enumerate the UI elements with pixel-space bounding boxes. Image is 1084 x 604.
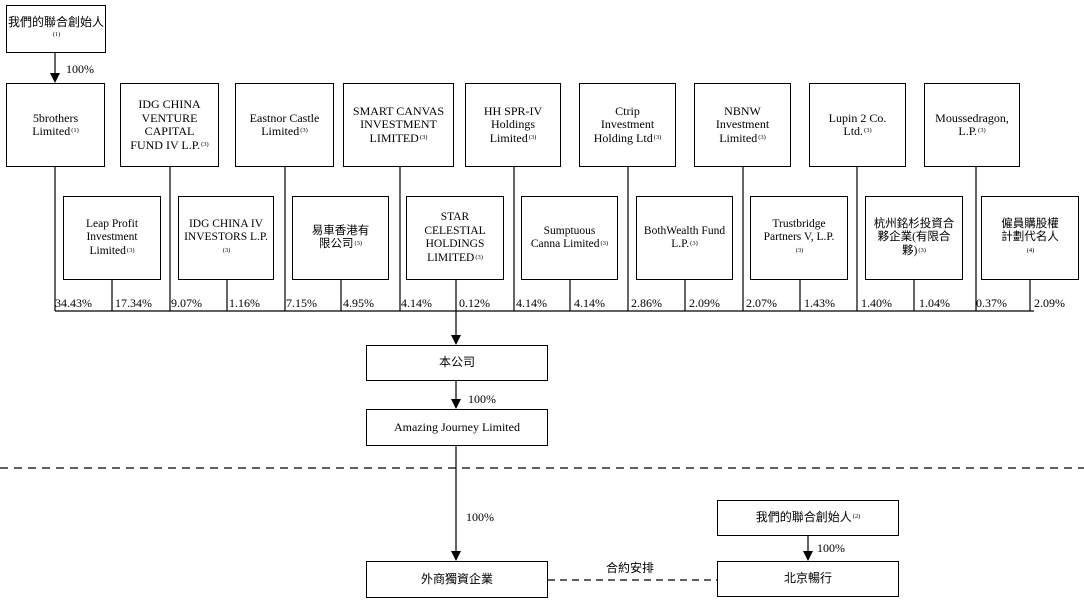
shareholder-box: SMART CANVAS INVESTMENT LIMITED(3) [343, 83, 454, 167]
founders-top-box: 我們的聯合創始人 (1) [6, 5, 106, 53]
shareholder-label: Trustbridge Partners V, L.P. [763, 217, 835, 244]
shareholder-label: HH SPR-IV Holdings Limited [483, 103, 543, 145]
shareholder-box: IDG CHINA VENTURE CAPITAL FUND IV L.P.(3… [120, 83, 219, 167]
pct-label: 1.04% [919, 296, 950, 310]
pct-label: 4.14% [516, 296, 547, 310]
beijing-label: 北京暢行 [783, 571, 832, 586]
pct-label: 17.34% [115, 296, 152, 310]
amazing-journey-label: Amazing Journey Limited [394, 419, 520, 434]
amazing-journey-box: Amazing Journey Limited [366, 409, 548, 446]
shareholder-note: (3) [690, 240, 698, 247]
pct-label: 1.16% [229, 296, 260, 310]
founders-bottom-pct: 100% [817, 541, 845, 555]
shareholder-label: Eastnor Castle Limited [249, 110, 320, 138]
shareholder-label: NBNW Investment Limited [715, 103, 770, 145]
pct-label: 4.14% [574, 296, 605, 310]
pct-label: 0.37% [976, 296, 1007, 310]
company-pct: 100% [468, 392, 496, 406]
founders-top-label: 我們的聯合創始人 [7, 14, 104, 29]
shareholder-box: BothWealth Fund L.P.(3) [636, 196, 733, 280]
shareholder-label: SMART CANVAS INVESTMENT LIMITED [352, 103, 445, 145]
shareholder-box: IDG CHINA IV INVESTORS L.P. (3) [178, 196, 274, 280]
arrow-head [451, 399, 461, 409]
shareholder-label: Moussedragon, L.P. [935, 110, 1009, 138]
shareholder-note: (3) [222, 246, 231, 254]
shareholder-box: Ctrip Investment Holding Ltd(3) [579, 83, 676, 167]
founders-bottom-note: (2) [852, 513, 861, 521]
pct-label: 9.07% [171, 296, 202, 310]
shareholder-box: STAR CELESTIAL HOLDINGS LIMITED(3) [406, 196, 504, 280]
shareholder-box: Moussedragon, L.P.(3) [924, 83, 1020, 167]
shareholder-label: IDG CHINA VENTURE CAPITAL FUND IV L.P. [130, 97, 201, 152]
shareholder-box: Leap Profit Investment Limited(3) [63, 196, 161, 280]
shareholder-box: HH SPR-IV Holdings Limited(3) [465, 83, 561, 167]
shareholder-box: NBNW Investment Limited(3) [694, 83, 791, 167]
shareholder-label: 5brothers Limited [32, 110, 79, 138]
pct-label: 2.09% [1034, 296, 1065, 310]
arrow-head [50, 73, 60, 83]
shareholder-note: (3) [795, 246, 804, 254]
arrow-head [451, 335, 461, 345]
shareholder-note: (3) [864, 127, 872, 134]
shareholder-label: STAR CELESTIAL HOLDINGS LIMITED [424, 211, 486, 264]
shareholder-label: 易車香港有限公司 [311, 224, 370, 251]
shareholder-label: Leap Profit Investment Limited [85, 217, 139, 257]
arrow-head [451, 551, 461, 561]
pct-label: 1.43% [804, 296, 835, 310]
shareholder-box: Lupin 2 Co. Ltd.(3) [809, 83, 906, 167]
pct-label: 4.14% [401, 296, 432, 310]
wfoe-box: 外商獨資企業 [366, 561, 548, 598]
company-box: 本公司 [366, 345, 548, 381]
shareholder-box: 易車香港有限公司(3) [292, 196, 389, 280]
pct-label: 2.09% [689, 296, 720, 310]
shareholder-note: (3) [758, 133, 766, 141]
shareholder-label: Lupin 2 Co. Ltd. [828, 110, 887, 138]
founders-top-note: (1) [52, 31, 61, 38]
shareholder-note: (3) [419, 133, 428, 141]
shareholder-label: IDG CHINA IV INVESTORS L.P. [184, 217, 268, 244]
pct-label: 7.15% [286, 296, 317, 310]
shareholder-box: 僱員購股權計劃代名人 (4) [981, 196, 1079, 280]
shareholder-box: 5brothers Limited(1) [6, 83, 105, 167]
shareholder-box: 杭州銘杉投資合夥企業(有限合夥)(3) [865, 196, 963, 280]
shareholder-note: (1) [71, 127, 79, 134]
pct-label: 4.95% [343, 296, 374, 310]
shareholder-note: (3) [600, 240, 609, 247]
shareholder-note: (3) [201, 140, 209, 148]
shareholder-note: (3) [126, 246, 135, 254]
shareholder-note: (3) [300, 127, 308, 134]
shareholder-note: (4) [1026, 246, 1035, 254]
shareholder-note: (3) [354, 240, 363, 247]
wfoe-label: 外商獨資企業 [420, 571, 493, 586]
founders-top-pct: 100% [66, 62, 94, 76]
shareholder-note: (3) [918, 246, 926, 254]
shareholder-box: Trustbridge Partners V, L.P. (3) [750, 196, 848, 280]
shareholder-label: Sumptuous Canna Limited [530, 224, 600, 251]
arrow-head [803, 551, 813, 561]
founders-bottom-box: 我們的聯合創始人(2) [717, 500, 899, 536]
shareholder-label: BothWealth Fund L.P. [643, 224, 726, 251]
pct-label: 1.40% [861, 296, 892, 310]
shareholder-label: 杭州銘杉投資合夥企業(有限合夥) [873, 217, 955, 257]
shareholder-note: (3) [475, 253, 483, 261]
shareholder-note: (3) [653, 133, 662, 141]
contract-label: 合約安排 [606, 561, 655, 575]
shareholder-box: Sumptuous Canna Limited(3) [521, 196, 618, 280]
shareholder-label: Ctrip Investment Holding Ltd [593, 103, 655, 145]
amazing-journey-pct: 100% [466, 510, 494, 524]
pct-label: 0.12% [459, 296, 490, 310]
shareholder-note: (3) [528, 133, 537, 141]
pct-label: 2.07% [746, 296, 777, 310]
shareholder-label: 僱員購股權計劃代名人 [1001, 217, 1059, 244]
beijing-box: 北京暢行 [717, 561, 899, 597]
shareholder-box: Eastnor Castle Limited(3) [235, 83, 334, 167]
pct-label: 2.86% [631, 296, 662, 310]
pct-label: 34.43% [55, 296, 92, 310]
founders-bottom-label: 我們的聯合創始人 [755, 510, 852, 525]
shareholder-note: (3) [978, 127, 986, 134]
company-label: 本公司 [438, 355, 475, 370]
